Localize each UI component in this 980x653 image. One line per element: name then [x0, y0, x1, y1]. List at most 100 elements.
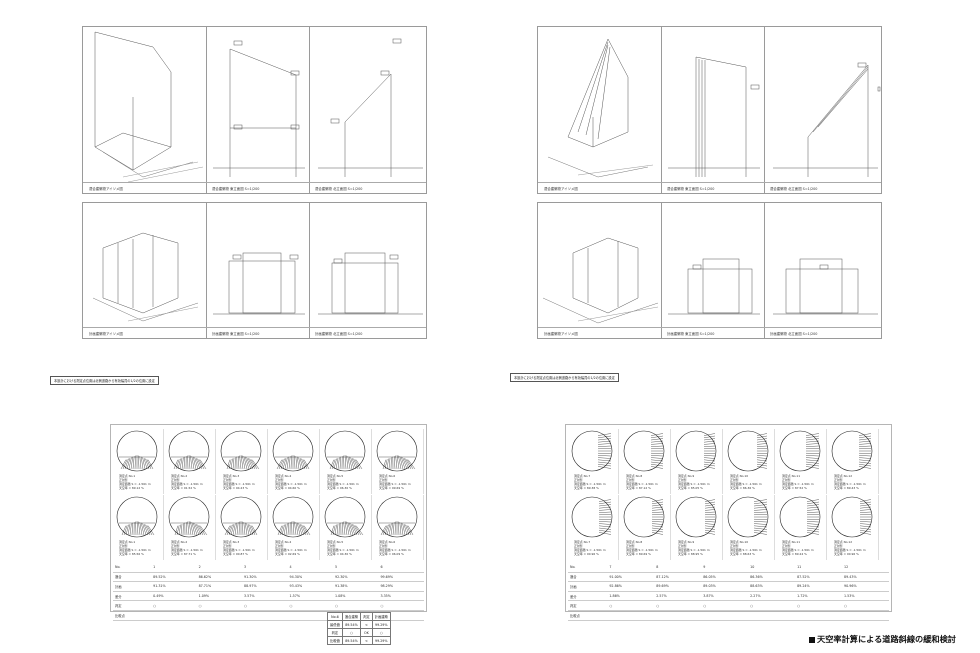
table-cell: 比較点	[568, 610, 608, 621]
obstruction-hatch	[327, 520, 364, 536]
dial-circle	[727, 496, 769, 538]
table-cell: 7	[607, 563, 655, 573]
label-line: 測定面積 S = -1.561 m	[574, 548, 606, 552]
table-cell: 9	[701, 563, 749, 573]
label-line: 正射影	[223, 478, 232, 482]
dial-circle	[376, 430, 418, 472]
table-cell: 94.30%	[287, 572, 333, 583]
table-cell: 88.63%	[748, 581, 796, 592]
table-cell: 90.96%	[842, 581, 889, 592]
table-cell: 1.09%	[196, 591, 243, 602]
dial-circle	[727, 430, 769, 472]
sky-dial	[727, 496, 769, 538]
caption-rule	[538, 182, 881, 183]
sky-dial	[220, 496, 262, 538]
label-line: 正射影	[626, 478, 635, 482]
table-cell: 91.31%	[151, 581, 197, 592]
sky-dial	[675, 430, 717, 472]
dial-circle	[168, 496, 210, 538]
label-line: 測定点 No.7	[574, 474, 591, 478]
label-line: 測定面積 S = -1.561 m	[379, 482, 411, 486]
table-cell: 91.00%	[607, 572, 655, 583]
sky-dial	[779, 430, 821, 472]
label-line: 正射影	[782, 544, 791, 548]
label-line: 測定点 No.4	[275, 540, 292, 544]
table-cell	[654, 610, 702, 621]
square-bullet-icon	[809, 636, 816, 643]
table-cell: 89.52%	[151, 572, 197, 583]
label-line: 測定面積 S = -1.561 m	[730, 548, 762, 552]
label-line: 測定点 No.5	[327, 474, 344, 478]
panel-divider	[309, 27, 310, 193]
label-line: 測定面積 S = -1.561 m	[327, 548, 359, 552]
table-cell: 92.86%	[607, 581, 655, 592]
label-line: 測定点 No.4	[275, 474, 292, 478]
table-cell: 判定	[327, 628, 343, 637]
dial-circle	[272, 430, 314, 472]
obstruction-hatch	[223, 454, 260, 470]
measurement-note: 本設計における測定点位置は北側道路から有効幅員の1/2の位置に設定	[50, 376, 159, 385]
label-line: 測定面積 S = -1.561 m	[834, 482, 866, 486]
label-line: 天空率 = 89.69 %	[626, 552, 651, 556]
table-cell: 計画	[113, 581, 152, 592]
label-line: 測定面積 S = -1.561 m	[730, 482, 762, 486]
obstruction-hatch	[805, 433, 820, 469]
label-line: 測定点 No.10	[730, 474, 749, 478]
table-cell	[795, 610, 843, 621]
label-line: 正射影	[223, 544, 232, 548]
obstruction-hatch	[753, 499, 768, 535]
table-cell: 判定	[360, 612, 373, 621]
table-cell: ○	[341, 628, 362, 637]
label-line: 正射影	[730, 478, 739, 482]
label-line: 正射影	[275, 544, 284, 548]
label-line: 測定点 No.1	[119, 474, 136, 478]
sky-dial	[324, 430, 366, 472]
label-line: 正射影	[626, 544, 635, 548]
label-line: 測定面積 S = -1.561 m	[782, 482, 814, 486]
table-cell: 99.69%	[378, 572, 424, 583]
obstruction-hatch	[597, 433, 612, 469]
table-cell: 2.57%	[654, 591, 702, 602]
caption-rule	[538, 327, 881, 328]
label-line: 天空率 = 88.95 %	[678, 552, 703, 556]
table-cell: ○	[371, 628, 391, 637]
obstruction-hatch	[806, 499, 820, 535]
label-line: 正射影	[678, 544, 687, 548]
sky-dial	[272, 430, 314, 472]
label-line: 測定面積 S = -1.561 m	[626, 548, 658, 552]
caption-iso: 計画建築物アイソメ図	[89, 332, 123, 336]
label-line: 天空率 = 89.38 %	[574, 486, 599, 490]
label-line: 天空率 = 94.60 %	[275, 486, 300, 490]
table-cell: ○	[748, 600, 796, 611]
right-mid-elevation-sheet: 計画建築物アイソメ図 計画建築物 東立面図 S=1/200 計画建築物 北立面図…	[537, 202, 882, 339]
label-line: 正射影	[782, 478, 791, 482]
label-line: 測定点 No.5	[327, 540, 344, 544]
table-cell: 86.36%	[748, 572, 796, 583]
sky-dial	[831, 430, 873, 472]
label-line: 測定点 No.12	[834, 474, 853, 478]
table-cell: 92.30%	[332, 572, 379, 583]
label-line: 天空率 = 89.12 %	[119, 486, 144, 490]
dial-circle	[220, 496, 262, 538]
table-cell: No.	[113, 563, 152, 573]
table-cell: 適合	[568, 572, 608, 583]
label-line: 天空率 = 87.71 %	[171, 552, 196, 556]
obstruction-hatch	[704, 499, 716, 535]
label-line: 測定面積 S = -1.561 m	[119, 482, 151, 486]
label-line: 測定点 No.10	[730, 540, 749, 544]
